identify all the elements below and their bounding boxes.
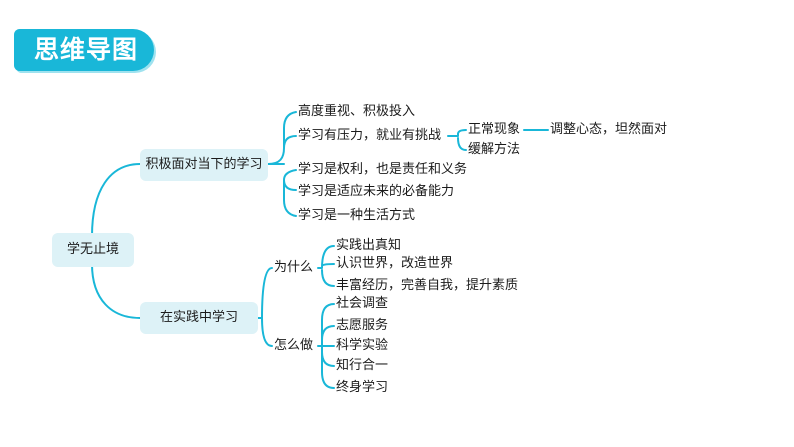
how-item-1: 社会调查 xyxy=(336,296,389,311)
how-item-4: 知行合一 xyxy=(336,358,389,373)
branch1-item-3: 学习是权利，也是责任和义务 xyxy=(298,162,468,177)
title-banner: 思维导图 xyxy=(14,29,154,71)
branch1-item-2: 学习有压力，就业有挑战 xyxy=(298,128,442,143)
connector-root-branch1 xyxy=(91,163,141,237)
connector-how-bracket xyxy=(317,303,335,389)
how-item-3: 科学实验 xyxy=(336,338,389,353)
branch1-label: 积极面对当下的学习 xyxy=(145,157,263,172)
branch1-item-1: 高度重视、积极投入 xyxy=(298,104,416,119)
how-item-2: 志愿服务 xyxy=(336,318,389,333)
root-label: 学无止境 xyxy=(66,242,119,257)
why-item-2: 认识世界，改造世界 xyxy=(336,256,454,271)
sub-item-normal: 正常现象 xyxy=(468,122,521,137)
connector-root-branch2 xyxy=(91,263,141,319)
branch2-label: 在实践中学习 xyxy=(159,310,238,325)
branch1-item-4: 学习是适应未来的必备能力 xyxy=(298,184,455,199)
sub-item-relief: 缓解方法 xyxy=(468,142,521,157)
connector-branch2-how xyxy=(261,317,273,347)
how-label: 怎么做 xyxy=(274,338,314,353)
sub-item-detail: 调整心态，坦然面对 xyxy=(550,122,668,137)
connector-branch1-bracket xyxy=(267,111,297,217)
connector-branch2-why xyxy=(257,267,273,319)
root-node: 学无止境 xyxy=(52,233,134,267)
branch1-item-5: 学习是一种生活方式 xyxy=(298,208,416,223)
branch1-node: 积极面对当下的学习 xyxy=(140,149,268,181)
why-item-1: 实践出真知 xyxy=(336,238,402,253)
how-item-5: 终身学习 xyxy=(336,380,389,395)
why-item-3: 丰富经历，完善自我，提升素质 xyxy=(336,278,519,293)
connector-sub-bracket xyxy=(447,129,467,151)
branch2-node: 在实践中学习 xyxy=(140,302,258,334)
connector-why-bracket xyxy=(317,245,335,287)
page-title: 思维导图 xyxy=(34,35,139,64)
why-label: 为什么 xyxy=(274,260,314,275)
